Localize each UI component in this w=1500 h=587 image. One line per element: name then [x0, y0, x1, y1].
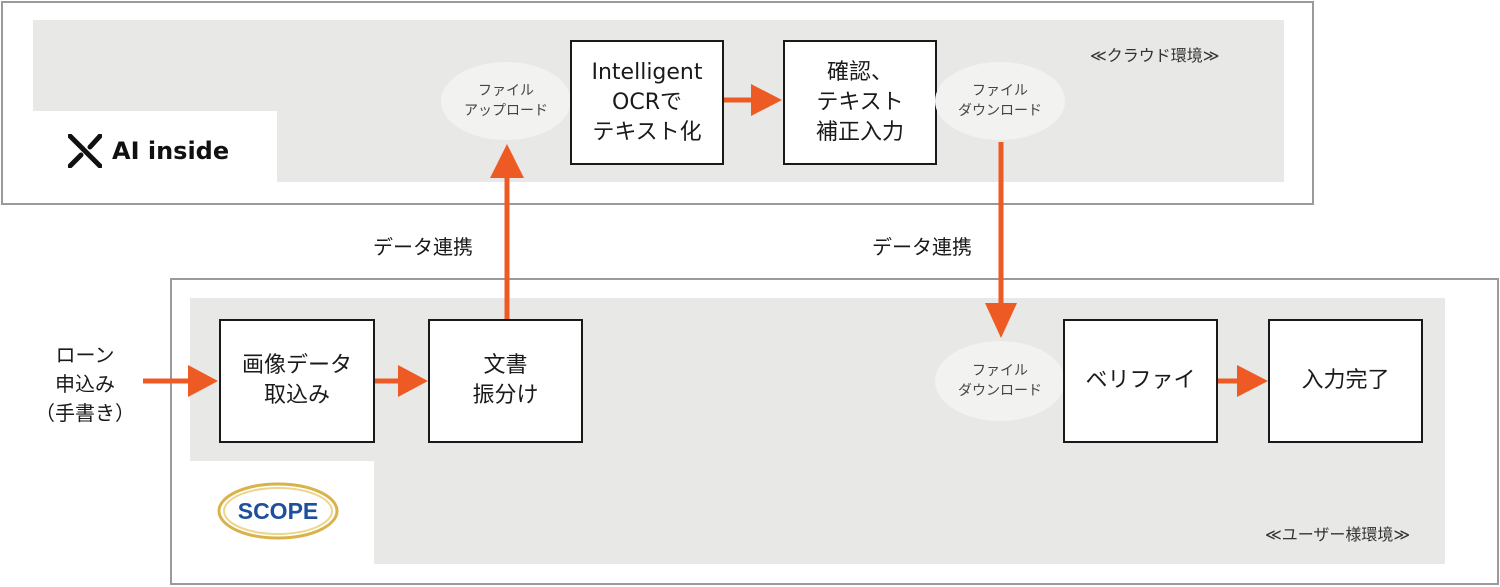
image-capture-box: 画像データ 取込み — [219, 319, 375, 443]
verify-box: ベリファイ — [1063, 319, 1218, 443]
arrow-capture-to-sort-head — [398, 365, 428, 397]
cloud-logo-area — [33, 111, 277, 182]
check-correction-box: 確認、 テキスト 補正入力 — [783, 40, 937, 165]
arrow-ocr-to-check-head — [751, 84, 782, 116]
arrow-loan-to-capture-head — [188, 365, 218, 397]
user-environment-label: ≪ユーザー様環境≫ — [1265, 525, 1411, 544]
data-link-right-label: データ連携 — [872, 235, 972, 259]
document-sorting-box: 文書 振分け — [428, 319, 583, 443]
ai-inside-logo-text: AI inside — [112, 137, 230, 165]
data-link-left-label: データ連携 — [373, 235, 473, 259]
input-complete-box: 入力完了 — [1268, 319, 1423, 443]
scope-logo: SCOPE — [217, 482, 339, 540]
user-file-download-bubble: ファイル ダウンロード — [935, 341, 1065, 421]
arrow-sort-to-upload-head — [490, 144, 524, 178]
arrow-verify-to-done-head — [1237, 365, 1268, 397]
scope-logo-text: SCOPE — [238, 498, 319, 524]
user-environment-area — [190, 298, 1445, 564]
ocr-process-box: Intelligent OCRで テキスト化 — [570, 40, 724, 165]
cloud-file-download-bubble: ファイル ダウンロード — [935, 62, 1065, 140]
loan-application-label: ローン 申込み （手書き） — [35, 343, 135, 425]
user-logo-area — [190, 461, 374, 564]
file-upload-bubble: ファイル アップロード — [441, 62, 571, 140]
ai-inside-mark-icon — [68, 134, 102, 168]
ai-inside-logo: AI inside — [68, 134, 229, 168]
arrow-cloud-to-user-download-head — [985, 303, 1017, 338]
cloud-environment-label: ≪クラウド環境≫ — [1090, 46, 1220, 65]
